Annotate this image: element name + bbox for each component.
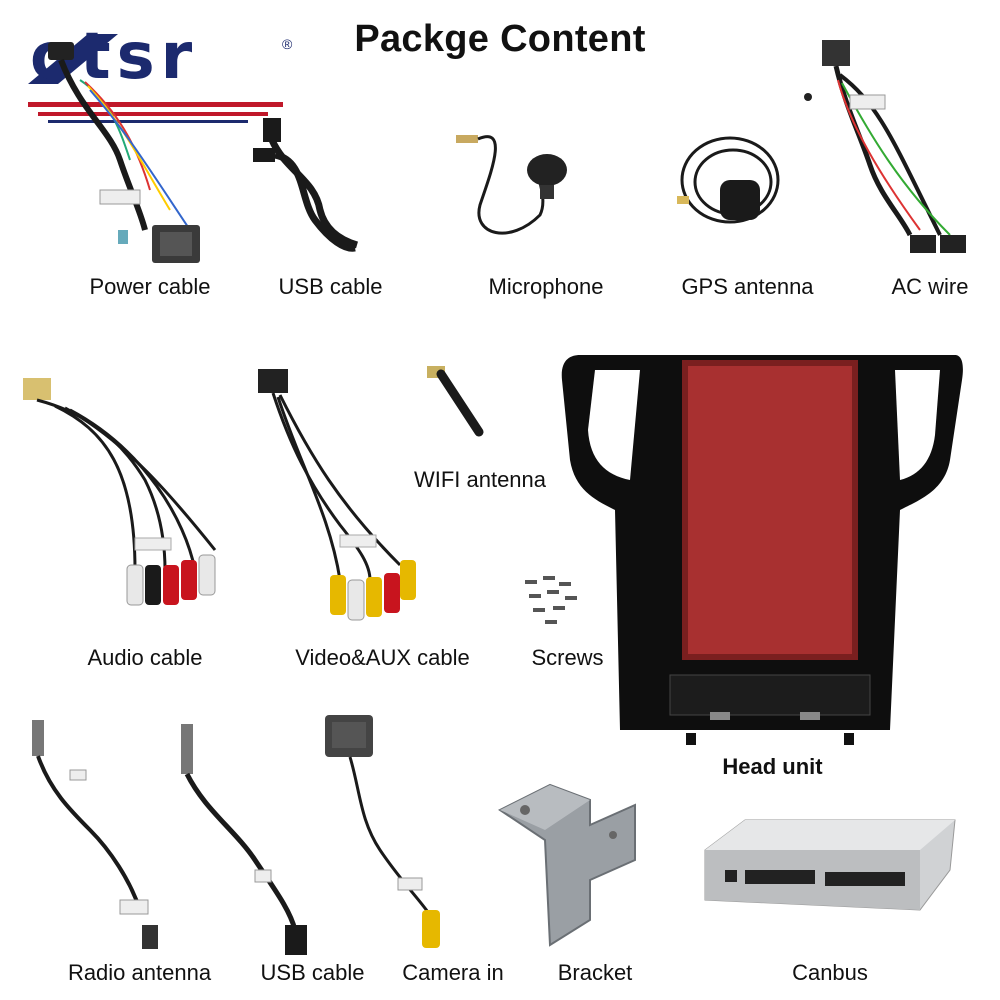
camera-in-image: [325, 715, 440, 948]
label-canbus: Canbus: [792, 960, 868, 985]
radio-antenna-image: [32, 720, 158, 949]
label-screws: Screws: [531, 645, 604, 670]
label-usb-cable-2: USB cable: [260, 960, 365, 985]
logo-registered-mark: ®: [282, 36, 293, 52]
label-microphone: Microphone: [488, 274, 604, 299]
head-unit-image: [561, 355, 963, 745]
label-power-cable: Power cable: [89, 274, 211, 299]
power-cable-image: [48, 42, 200, 263]
bracket-image: [498, 783, 636, 947]
microphone-image: [456, 135, 567, 235]
usb-cable-image: [253, 118, 359, 252]
label-camera-in: Camera in: [402, 960, 504, 985]
label-audio-cable: Audio cable: [87, 645, 203, 670]
audio-cable-image: [23, 378, 217, 606]
label-bracket: Bracket: [557, 960, 633, 985]
label-usb-cable: USB cable: [278, 274, 383, 299]
label-video-aux-cable: Video&AUX cable: [295, 645, 470, 670]
label-ac-wire: AC wire: [891, 274, 969, 299]
label-head-unit: Head unit: [722, 754, 823, 779]
ac-wire-image: [804, 40, 966, 253]
video-aux-cable-image: [258, 369, 416, 621]
screws-image: [525, 576, 577, 624]
wifi-antenna-image: [427, 366, 484, 437]
label-radio-antenna: Radio antenna: [67, 960, 212, 985]
gps-antenna-image: [677, 136, 780, 224]
page-title: Packge Content: [354, 18, 646, 60]
canbus-image: [704, 819, 956, 911]
label-gps-antenna: GPS antenna: [681, 274, 814, 299]
label-wifi-antenna: WIFI antenna: [413, 467, 547, 492]
usb-cable-2-image: [181, 724, 307, 955]
